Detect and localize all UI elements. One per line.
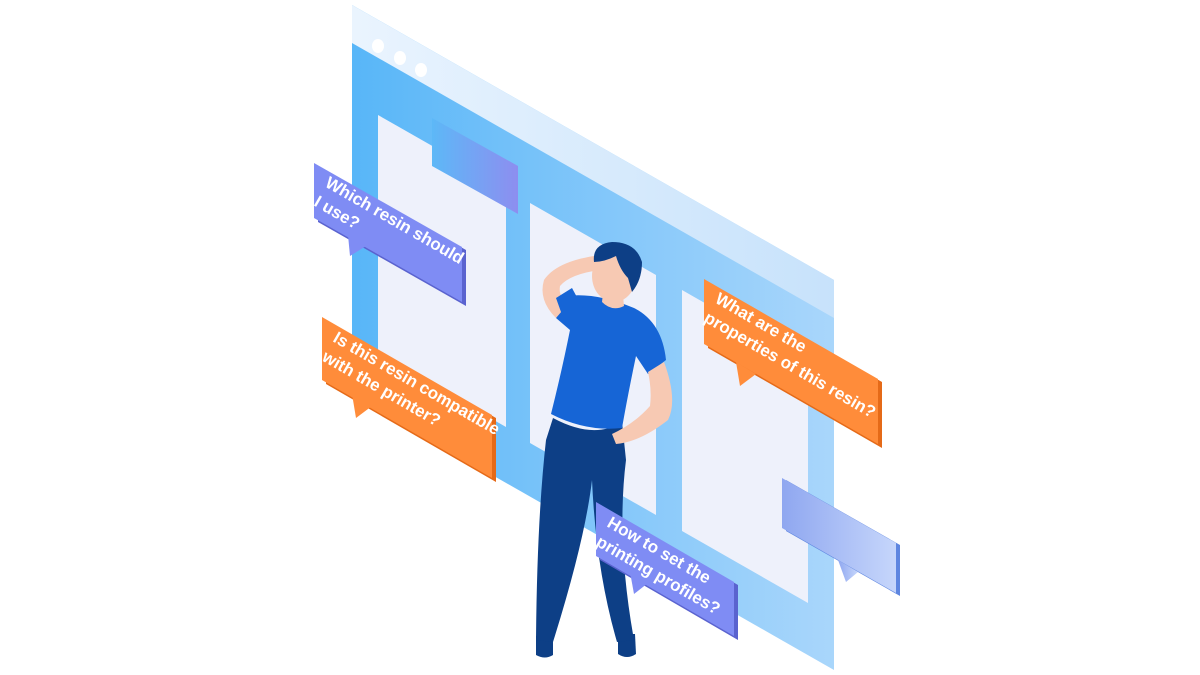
arm-raised [542, 256, 600, 318]
hair [593, 242, 642, 292]
sleeve [556, 288, 586, 326]
window-dot-3 [415, 63, 427, 77]
window-dot-2 [394, 51, 406, 65]
bubble-resin-choice: Which resin should I use? [311, 163, 467, 306]
window-dot-1 [372, 39, 384, 53]
person-figure [536, 242, 673, 658]
arm-down [612, 362, 673, 444]
header-tab [432, 118, 518, 214]
pants [536, 418, 634, 642]
shirt [551, 295, 666, 429]
empty-chat-bubble [782, 478, 900, 596]
window-titlebar [352, 5, 834, 318]
